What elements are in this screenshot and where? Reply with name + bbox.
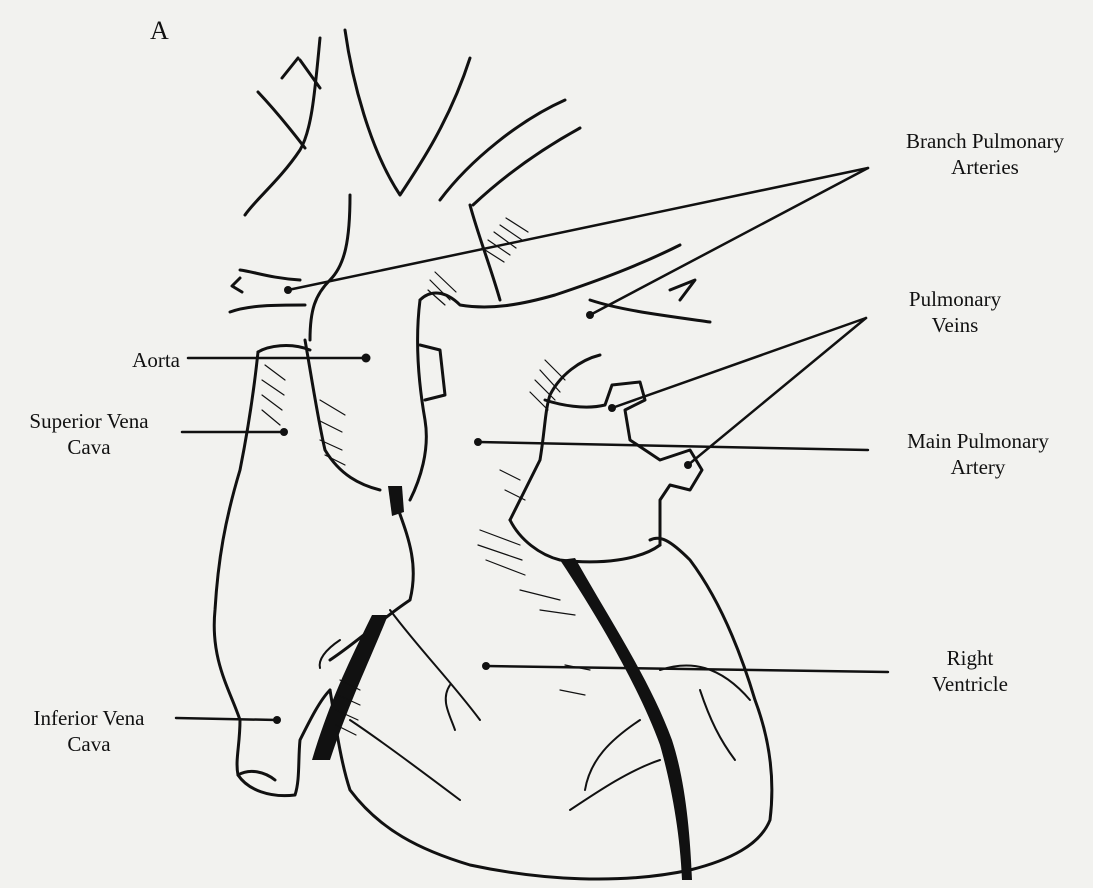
leader-branch-pa-2 <box>590 168 868 315</box>
pulmonary-artery-outline <box>410 245 710 500</box>
label-inferior-vena-cava: Inferior Vena Cava <box>0 705 178 757</box>
label-main-pulmonary-artery: Main Pulmonary Artery <box>878 428 1078 480</box>
coronary-branches <box>320 610 750 810</box>
panel-letter: A <box>150 18 169 44</box>
label-right-ventricle: Right Ventricle <box>880 645 1060 697</box>
vena-cava-outline <box>214 346 330 796</box>
label-line: Superior Vena <box>0 408 178 434</box>
leader-lines <box>176 168 888 720</box>
label-superior-vena-cava: Superior Vena Cava <box>0 408 178 460</box>
leader-branch-pa-1 <box>288 168 868 290</box>
label-line: Cava <box>0 731 178 757</box>
label-line: Main Pulmonary <box>878 428 1078 454</box>
label-line: Pulmonary <box>880 286 1030 312</box>
label-pulmonary-veins: Pulmonary Veins <box>880 286 1030 338</box>
label-line: Branch Pulmonary <box>880 128 1090 154</box>
leader-rv <box>486 666 888 672</box>
leader-ivc <box>176 718 277 720</box>
label-line: Right <box>880 645 1060 671</box>
label-aorta: Aorta <box>80 347 180 373</box>
leader-pv-2 <box>688 318 866 465</box>
coronary-vessels <box>312 486 692 880</box>
label-line: Aorta <box>80 347 180 373</box>
label-line: Ventricle <box>880 671 1060 697</box>
label-line: Inferior Vena <box>0 705 178 731</box>
aorta-outline <box>230 30 580 490</box>
leader-pv-1 <box>612 318 866 408</box>
label-line: Artery <box>878 454 1078 480</box>
label-line: Cava <box>0 434 178 460</box>
label-line: Arteries <box>880 154 1090 180</box>
label-branch-pulmonary-arteries: Branch Pulmonary Arteries <box>880 128 1090 180</box>
label-line: Veins <box>880 312 1030 338</box>
leader-mpa <box>478 442 868 450</box>
